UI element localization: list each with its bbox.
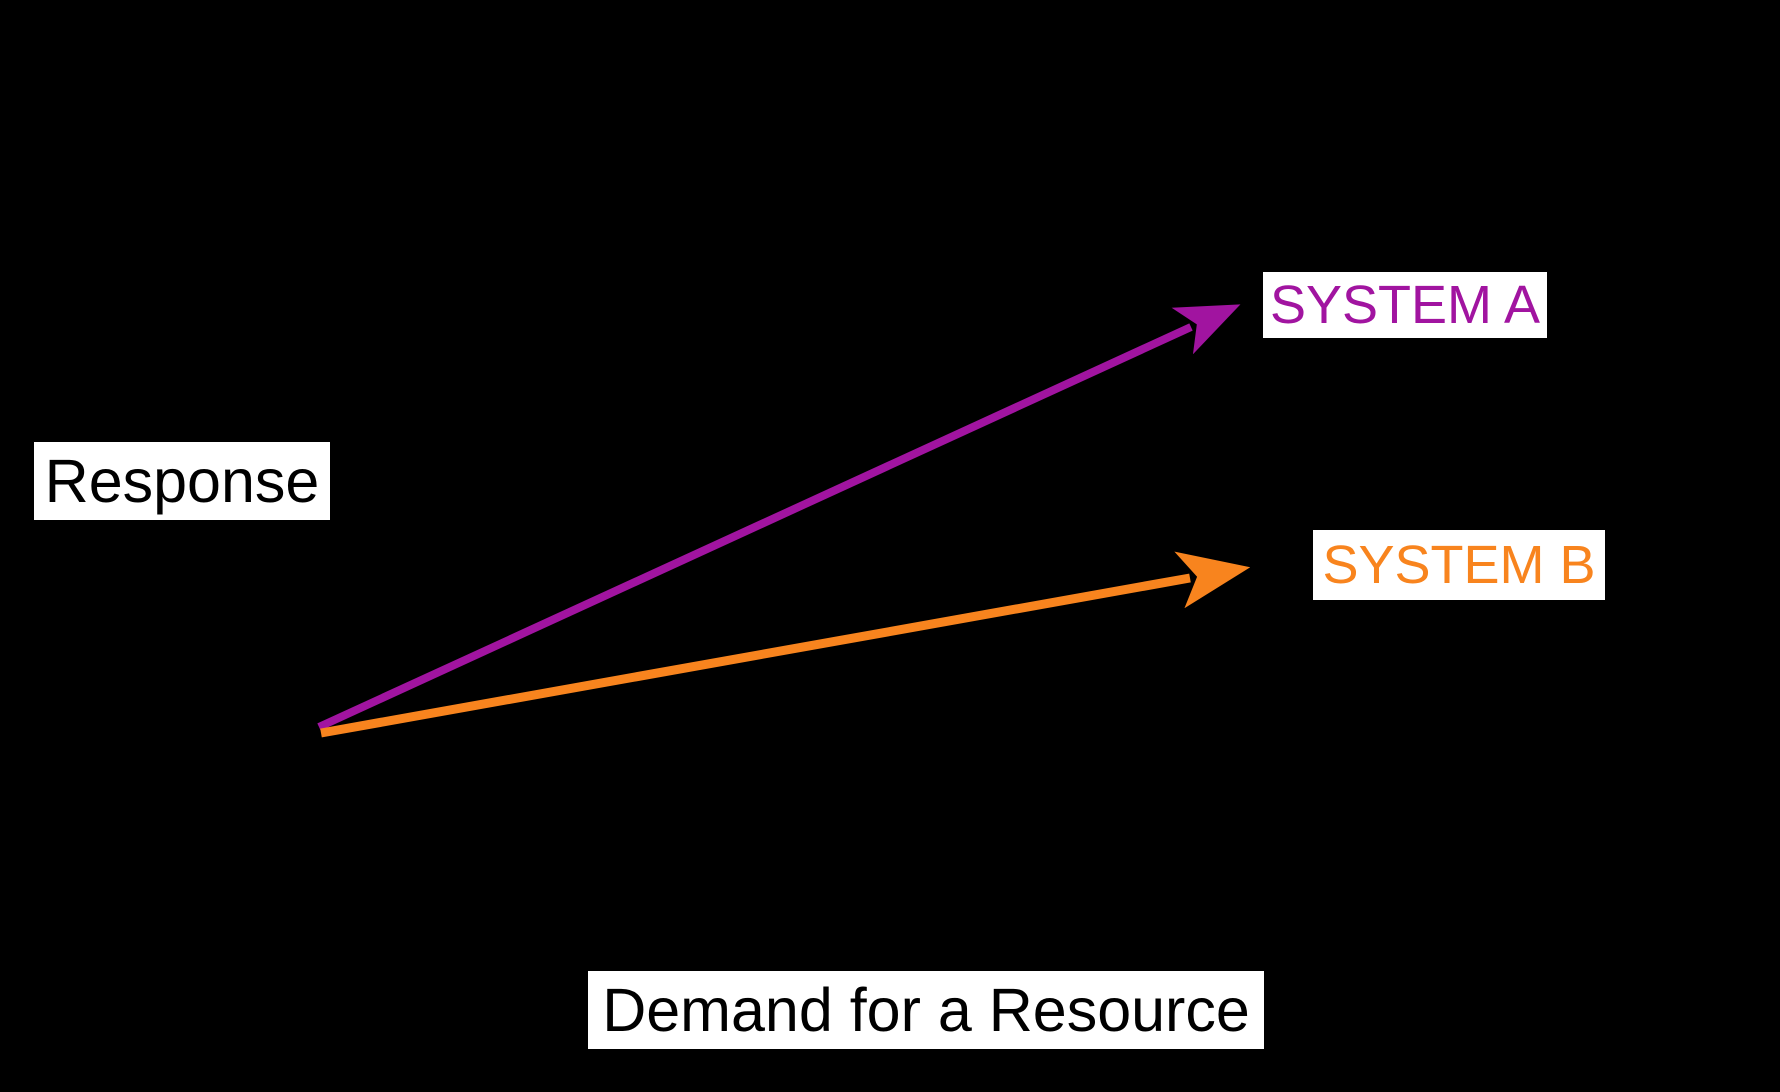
system-b-label: SYSTEM B	[1313, 530, 1605, 600]
system-a-arrow	[317, 304, 1241, 731]
y-axis-label: Response	[34, 442, 330, 520]
system-a-label: SYSTEM A	[1263, 272, 1547, 338]
x-axis-label: Demand for a Resource	[588, 971, 1264, 1049]
system-b-arrow	[320, 551, 1251, 738]
